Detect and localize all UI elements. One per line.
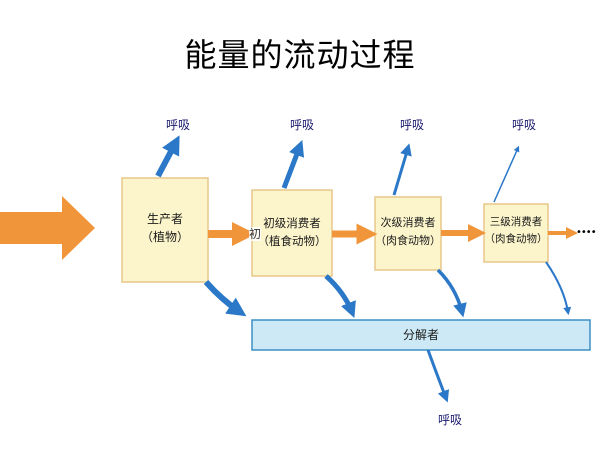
overlay-character: 初	[249, 227, 262, 241]
respiration-label-primary: 呼吸	[290, 118, 315, 132]
secondary-consumer-text: 次级消费者 （肉食动物）	[375, 214, 441, 250]
respiration-label-decomposer: 呼吸	[438, 413, 463, 427]
primary-consumer-text: 初级消费者 （植食动物）	[252, 214, 332, 250]
respiration-arrow-primary	[281, 140, 305, 189]
decomposer-arrow-tertiary	[545, 261, 572, 316]
producer-label: 生产者	[146, 212, 183, 226]
decomposer-arrow-producer	[203, 280, 247, 317]
tertiary-consumer-text: 三级消费者 （肉食动物）	[484, 214, 548, 248]
tertiary-consumer-label: 三级消费者	[489, 216, 543, 228]
tertiary-consumer-sublabel: （肉食动物）	[484, 233, 548, 245]
continuation-dots: ••••	[576, 227, 597, 238]
producer-sublabel: （植物）	[140, 230, 189, 244]
respiration-label-producer: 呼吸	[166, 118, 191, 132]
decomposer-box	[251, 319, 591, 351]
primary-consumer-label: 初级消费者	[263, 216, 321, 230]
tertiary-consumer-box	[483, 203, 549, 263]
secondary-consumer-label: 次级消费者	[380, 216, 436, 229]
decomposer-arrow-secondary	[436, 268, 467, 318]
producer-box	[121, 177, 209, 283]
respiration-label-secondary: 呼吸	[400, 118, 425, 132]
decomposer-label: 分解者	[402, 328, 439, 342]
respiration-label-tertiary: 呼吸	[512, 118, 537, 132]
respiration-arrow-decomposer	[426, 349, 450, 403]
primary-consumer-sublabel: （植食动物）	[257, 234, 327, 248]
page-title: 能量的流动过程	[184, 36, 416, 74]
producer-text: 生产者 （植物）	[122, 210, 208, 246]
decomposer-arrow-primary	[324, 274, 356, 318]
secondary-consumer-sublabel: （肉食动物）	[375, 234, 441, 247]
respiration-arrow-secondary	[392, 143, 412, 196]
respiration-arrow-producer	[155, 135, 180, 178]
respiration-arrow-tertiary	[493, 145, 520, 203]
energy-input-arrow	[0, 196, 95, 260]
